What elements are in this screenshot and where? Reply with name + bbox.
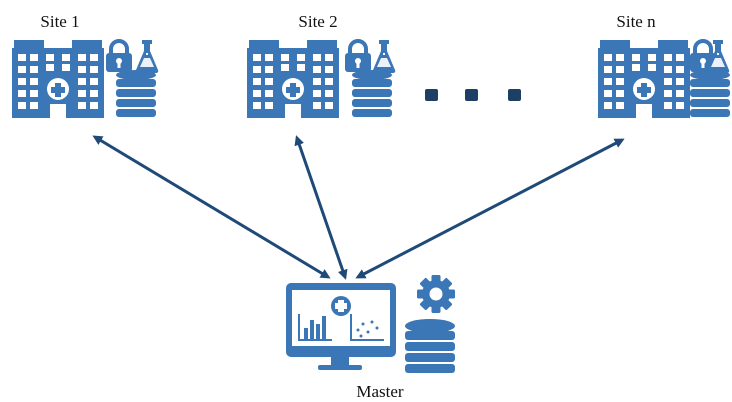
hospital-building-icon <box>247 40 339 118</box>
hospital-building-icon <box>598 40 690 118</box>
database-icon <box>116 70 156 117</box>
site2-label: Site 2 <box>298 12 337 31</box>
database-icon <box>405 319 455 373</box>
site1-label: Site 1 <box>40 12 79 31</box>
arrows <box>92 135 625 280</box>
site1-node <box>12 39 159 118</box>
site2-node <box>247 39 396 118</box>
padlock-icon <box>104 39 134 74</box>
hospital-building-icon <box>12 40 104 118</box>
master-node <box>286 275 455 373</box>
ellipsis-dots <box>425 89 521 101</box>
flask-icon <box>135 40 159 74</box>
siten-node <box>598 39 730 118</box>
master-label: Master <box>356 382 404 401</box>
arrow-site2-master <box>294 135 348 280</box>
database-icon <box>690 70 730 117</box>
siten-label: Site n <box>616 12 656 31</box>
flask-icon <box>372 40 396 74</box>
arrow-site1-master <box>92 135 331 279</box>
database-icon <box>352 70 392 117</box>
gear-icon <box>417 275 455 313</box>
padlock-icon <box>343 39 373 74</box>
monitor-icon <box>286 283 396 370</box>
arrow-siten-master <box>355 138 625 279</box>
